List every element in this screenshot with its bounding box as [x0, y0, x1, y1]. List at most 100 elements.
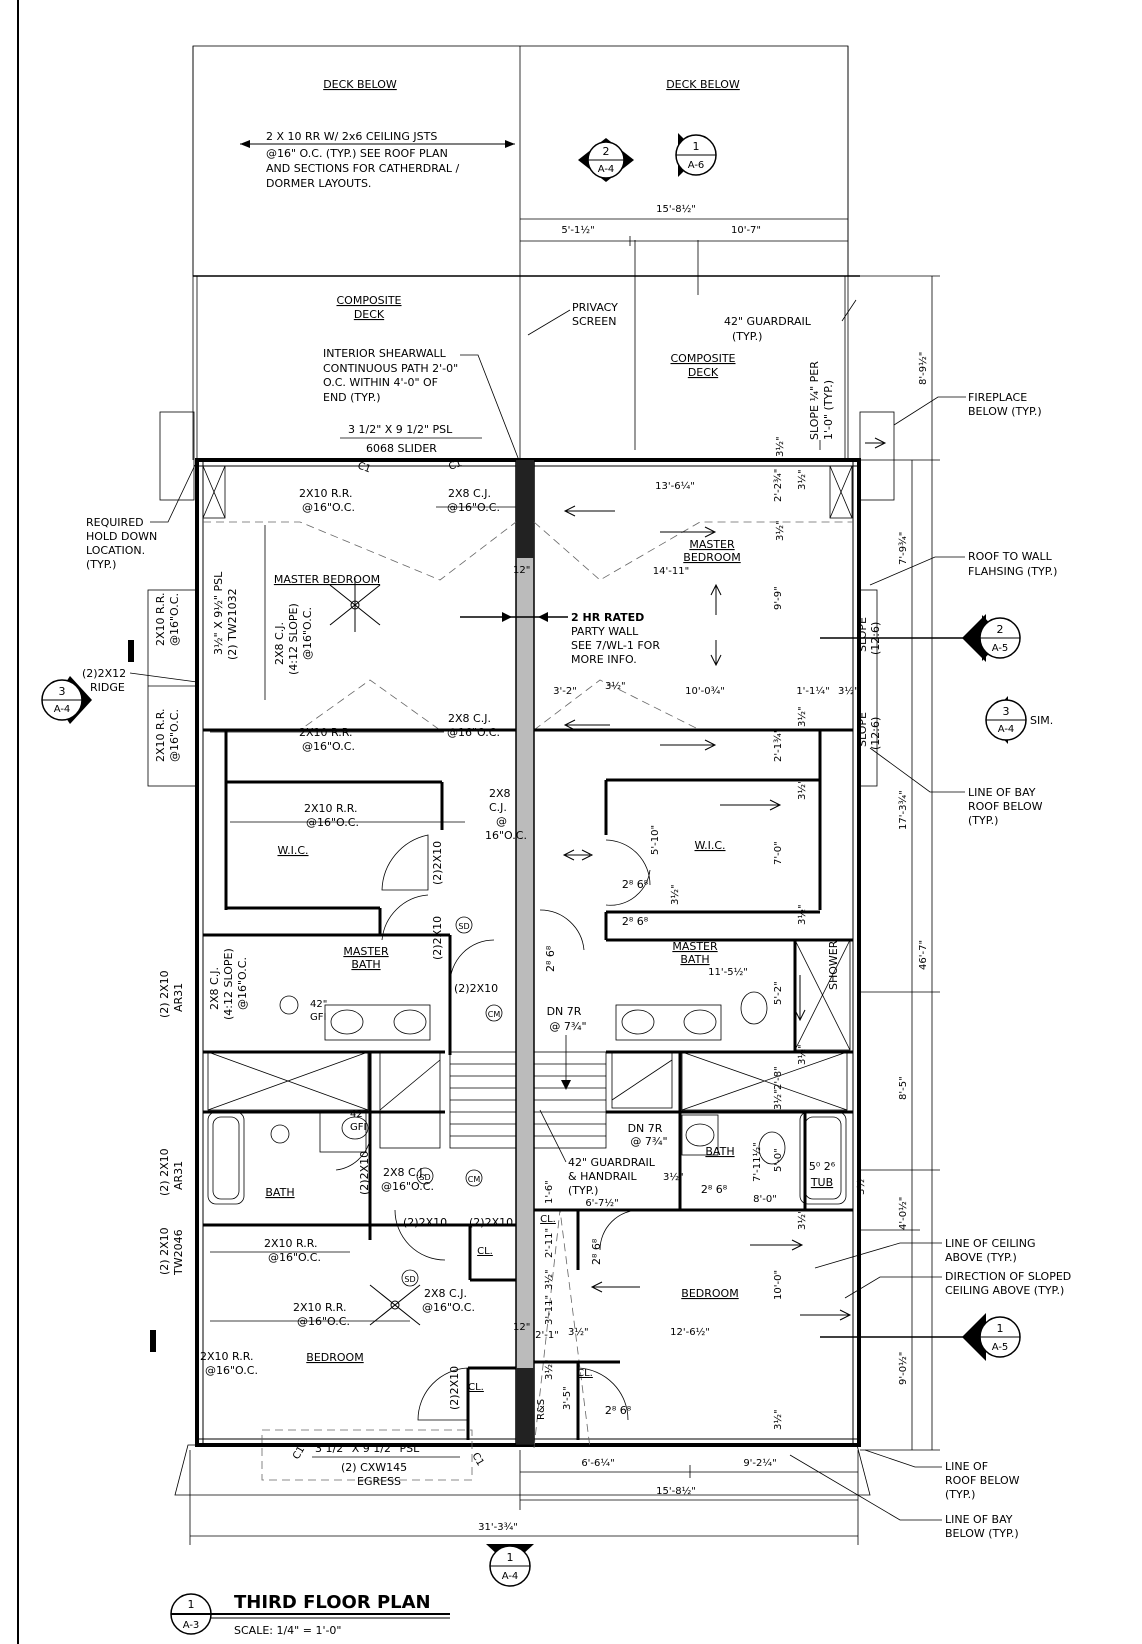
- deck-below-left-label: DECK BELOW: [323, 78, 397, 91]
- door-size-1: 2⁸ 6⁸: [622, 878, 649, 891]
- svg-text:1: 1: [997, 1322, 1004, 1335]
- dim-3h-14: 3½": [663, 1171, 684, 1183]
- gfi-1b: GFI: [310, 1012, 326, 1023]
- svg-text:SD: SD: [419, 1173, 430, 1182]
- egress-2: EGRESS: [357, 1475, 401, 1488]
- room-master-bedroom-left: MASTER BEDROOM: [274, 573, 380, 586]
- dim-2-11: 2'-11": [544, 1228, 555, 1258]
- ceiling-above-1: LINE OF CEILING: [945, 1237, 1036, 1250]
- door-size-6: 2⁸ 6⁸: [605, 1404, 632, 1417]
- dim-3h-11: 3½": [772, 1089, 784, 1110]
- shearwall-note-2: CONTINUOUS PATH 2'-0": [323, 362, 458, 375]
- dim-3h-17: 3½": [543, 1359, 555, 1380]
- dim-7-9q: 7'-9¾": [898, 532, 909, 565]
- room-master-bedroom-right-1: MASTER: [689, 538, 735, 551]
- door-size-3: 2⁸ 6⁸: [544, 945, 557, 972]
- holddown-note-1: REQUIRED: [86, 516, 144, 529]
- slope-126-a: SLOPE: [856, 617, 869, 652]
- dim-14-11: 14'-11": [653, 566, 689, 577]
- dim-3h-13: 3½": [796, 1209, 808, 1230]
- dn-top-2: @ 7¾": [549, 1020, 586, 1033]
- framing-cj-5b: @16"O.C.: [422, 1301, 475, 1314]
- framing-rr-5: 2X10 R.R.: [293, 1301, 347, 1314]
- framing-rr-5b: @16"O.C.: [297, 1315, 350, 1328]
- svg-text:2: 2: [997, 623, 1004, 636]
- shearwall-note-3: O.C. WITHIN 4'-0" OF: [323, 376, 438, 389]
- dim-2-1: 2'-1": [535, 1330, 559, 1341]
- svg-text:SD: SD: [458, 922, 469, 931]
- framing-cj-2: 2X8 C.J.: [448, 712, 491, 725]
- dn-top-1: DN 7R: [547, 1005, 582, 1018]
- title-bubble-top: 1: [188, 1598, 195, 1611]
- slope-note-2: 1'-0" (TYP.): [822, 380, 835, 440]
- party-wall: [515, 459, 535, 1446]
- door-size-5: 2⁸ 6⁸: [590, 1238, 603, 1265]
- dim-3h-18: 3½": [772, 1409, 784, 1430]
- joist-note-line3: AND SECTIONS FOR CATHERDRAL /: [266, 162, 460, 175]
- fireplace-box-left: [159, 411, 195, 501]
- shearwall-leader: [460, 354, 521, 464]
- room-tub: TUB: [810, 1176, 833, 1189]
- sloped-ceiling-1: DIRECTION OF SLOPED: [945, 1270, 1071, 1283]
- c1-label-4: C1: [469, 1451, 485, 1468]
- joist-note-line1: 2 X 10 RR W/ 2x6 CEILING JSTS: [266, 130, 437, 143]
- room-bedroom-left: BEDROOM: [306, 1351, 363, 1364]
- privacy-screen-2: SCREEN: [572, 315, 616, 328]
- header-6: (2)2X10: [469, 1216, 513, 1229]
- ceiling-fan-left-top: [329, 578, 381, 632]
- framing-cj-4: 2X8 C.J.: [383, 1166, 426, 1179]
- framing-v-1c: @16"O.C.: [301, 607, 314, 660]
- dim-1-1q: 1'-1¼": [796, 685, 829, 697]
- svg-text:3: 3: [1003, 705, 1010, 718]
- plan-title: THIRD FLOOR PLAN: [234, 1592, 431, 1613]
- fireplace-note-1: FIREPLACE: [968, 391, 1027, 404]
- interior-walls-left: [203, 728, 516, 1440]
- dim-3-5: 3'-5": [562, 1386, 573, 1410]
- dim-3h-10: 3½": [796, 1044, 808, 1065]
- framing-rr-4b: @16"O.C.: [268, 1251, 321, 1264]
- dim-17-3q: 17'-3¾": [898, 790, 909, 830]
- bottom-dimension-lines: [189, 1450, 859, 1545]
- dim-8-0: 8'-0": [753, 1194, 777, 1205]
- section-marker-2-a4-top: 2 A-4: [578, 138, 634, 182]
- framing-v-6b: AR31: [172, 983, 185, 1012]
- door-size-2: 2⁸ 6⁸: [622, 915, 649, 928]
- framing-cj-3c: @: [496, 815, 507, 828]
- framing-cj-5: 2X8 C.J.: [424, 1287, 467, 1300]
- dim-7-0: 7'-0": [773, 841, 784, 865]
- slope-126-b: SLOPE: [856, 712, 869, 747]
- slope-note-1: SLOPE ¼" PER: [808, 361, 821, 440]
- framing-cj-3b: C.J.: [489, 801, 507, 814]
- psl-top: 3 1/2" X 9 1/2" PSL: [348, 423, 453, 436]
- dim-3-2: 3'-2": [553, 686, 577, 697]
- fireplace-note-2: BELOW (TYP.): [968, 405, 1042, 418]
- room-cl-2: CL.: [540, 1214, 556, 1225]
- joist-note-line4: DORMER LAYOUTS.: [266, 177, 371, 190]
- ceiling-fan-left-bottom: [369, 1284, 421, 1326]
- framing-v-1b: (4:12 SLOPE): [287, 603, 300, 675]
- door-size-4: 2⁸ 6⁸: [701, 1183, 728, 1196]
- room-master-bath-right-2: BATH: [680, 953, 709, 966]
- svg-text:A-4: A-4: [54, 704, 71, 715]
- twelve-2: 12": [513, 1322, 530, 1333]
- egress-bay-outline: [174, 1444, 871, 1496]
- framing-v-7: (2) 2X10: [158, 1148, 171, 1196]
- deck-below-right-label: DECK BELOW: [666, 78, 740, 91]
- right-dimension-chain: [860, 275, 940, 1451]
- stair-left: [379, 1051, 517, 1149]
- right-corner-closet: [829, 465, 853, 519]
- bath-fixtures: [207, 939, 851, 1205]
- roof-wall-note-1: ROOF TO WALL: [968, 550, 1053, 563]
- room-cl-1: CL.: [477, 1246, 493, 1257]
- smoke-detector-2: SD: [416, 1167, 434, 1185]
- dim-2-2q: 2'-2¾": [773, 469, 784, 502]
- framing-v-2: 3½" X 9½" PSL: [212, 571, 225, 655]
- shearwall-note-4: END (TYP.): [323, 391, 381, 404]
- roof-below-2: ROOF BELOW: [945, 1474, 1020, 1487]
- framing-rr-6: 2X10 R.R.: [200, 1350, 254, 1363]
- header-4: (2)2X10: [358, 1151, 371, 1195]
- bay-roof-note-3: (TYP.): [968, 814, 998, 827]
- framing-v-2b: (2) TW21032: [226, 588, 239, 660]
- left-bay-projection: [147, 589, 199, 787]
- composite-deck-right-1: COMPOSITE: [670, 352, 735, 365]
